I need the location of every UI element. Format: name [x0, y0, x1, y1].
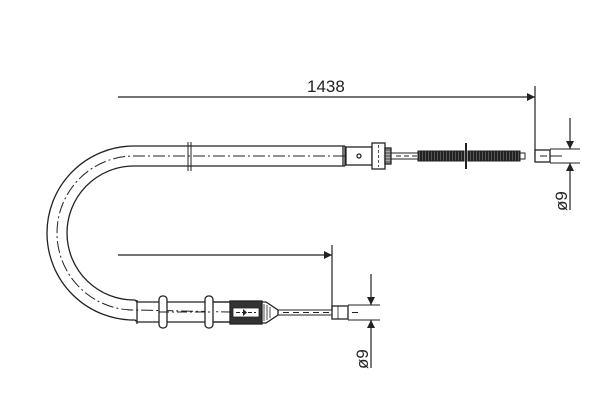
sheath-collars: [158, 295, 214, 329]
length-dimension-label: 1438: [307, 77, 345, 96]
bottom-length-dimension: [118, 245, 333, 310]
bottom-diameter-dimension: ø9: [348, 274, 380, 369]
cable-sheath: [46, 142, 346, 324]
bottom-connector: [213, 300, 358, 325]
top-diameter-label: ø9: [552, 191, 571, 211]
top-diameter-dimension: ø9: [550, 118, 580, 211]
sheath-inner: [66, 165, 345, 303]
top-ferrule-hole: [356, 153, 362, 159]
bottom-diameter-label: ø9: [353, 349, 372, 369]
break-mark: [187, 142, 192, 171]
sheath-centerline: [56, 155, 345, 313]
bottom-end-fitting: [331, 305, 349, 320]
length-dimension: 1438: [118, 77, 536, 156]
top-connector: [345, 142, 562, 170]
top-spring-right: [467, 150, 521, 162]
top-spring-left: [417, 150, 465, 162]
sheath-outer: [46, 145, 345, 323]
